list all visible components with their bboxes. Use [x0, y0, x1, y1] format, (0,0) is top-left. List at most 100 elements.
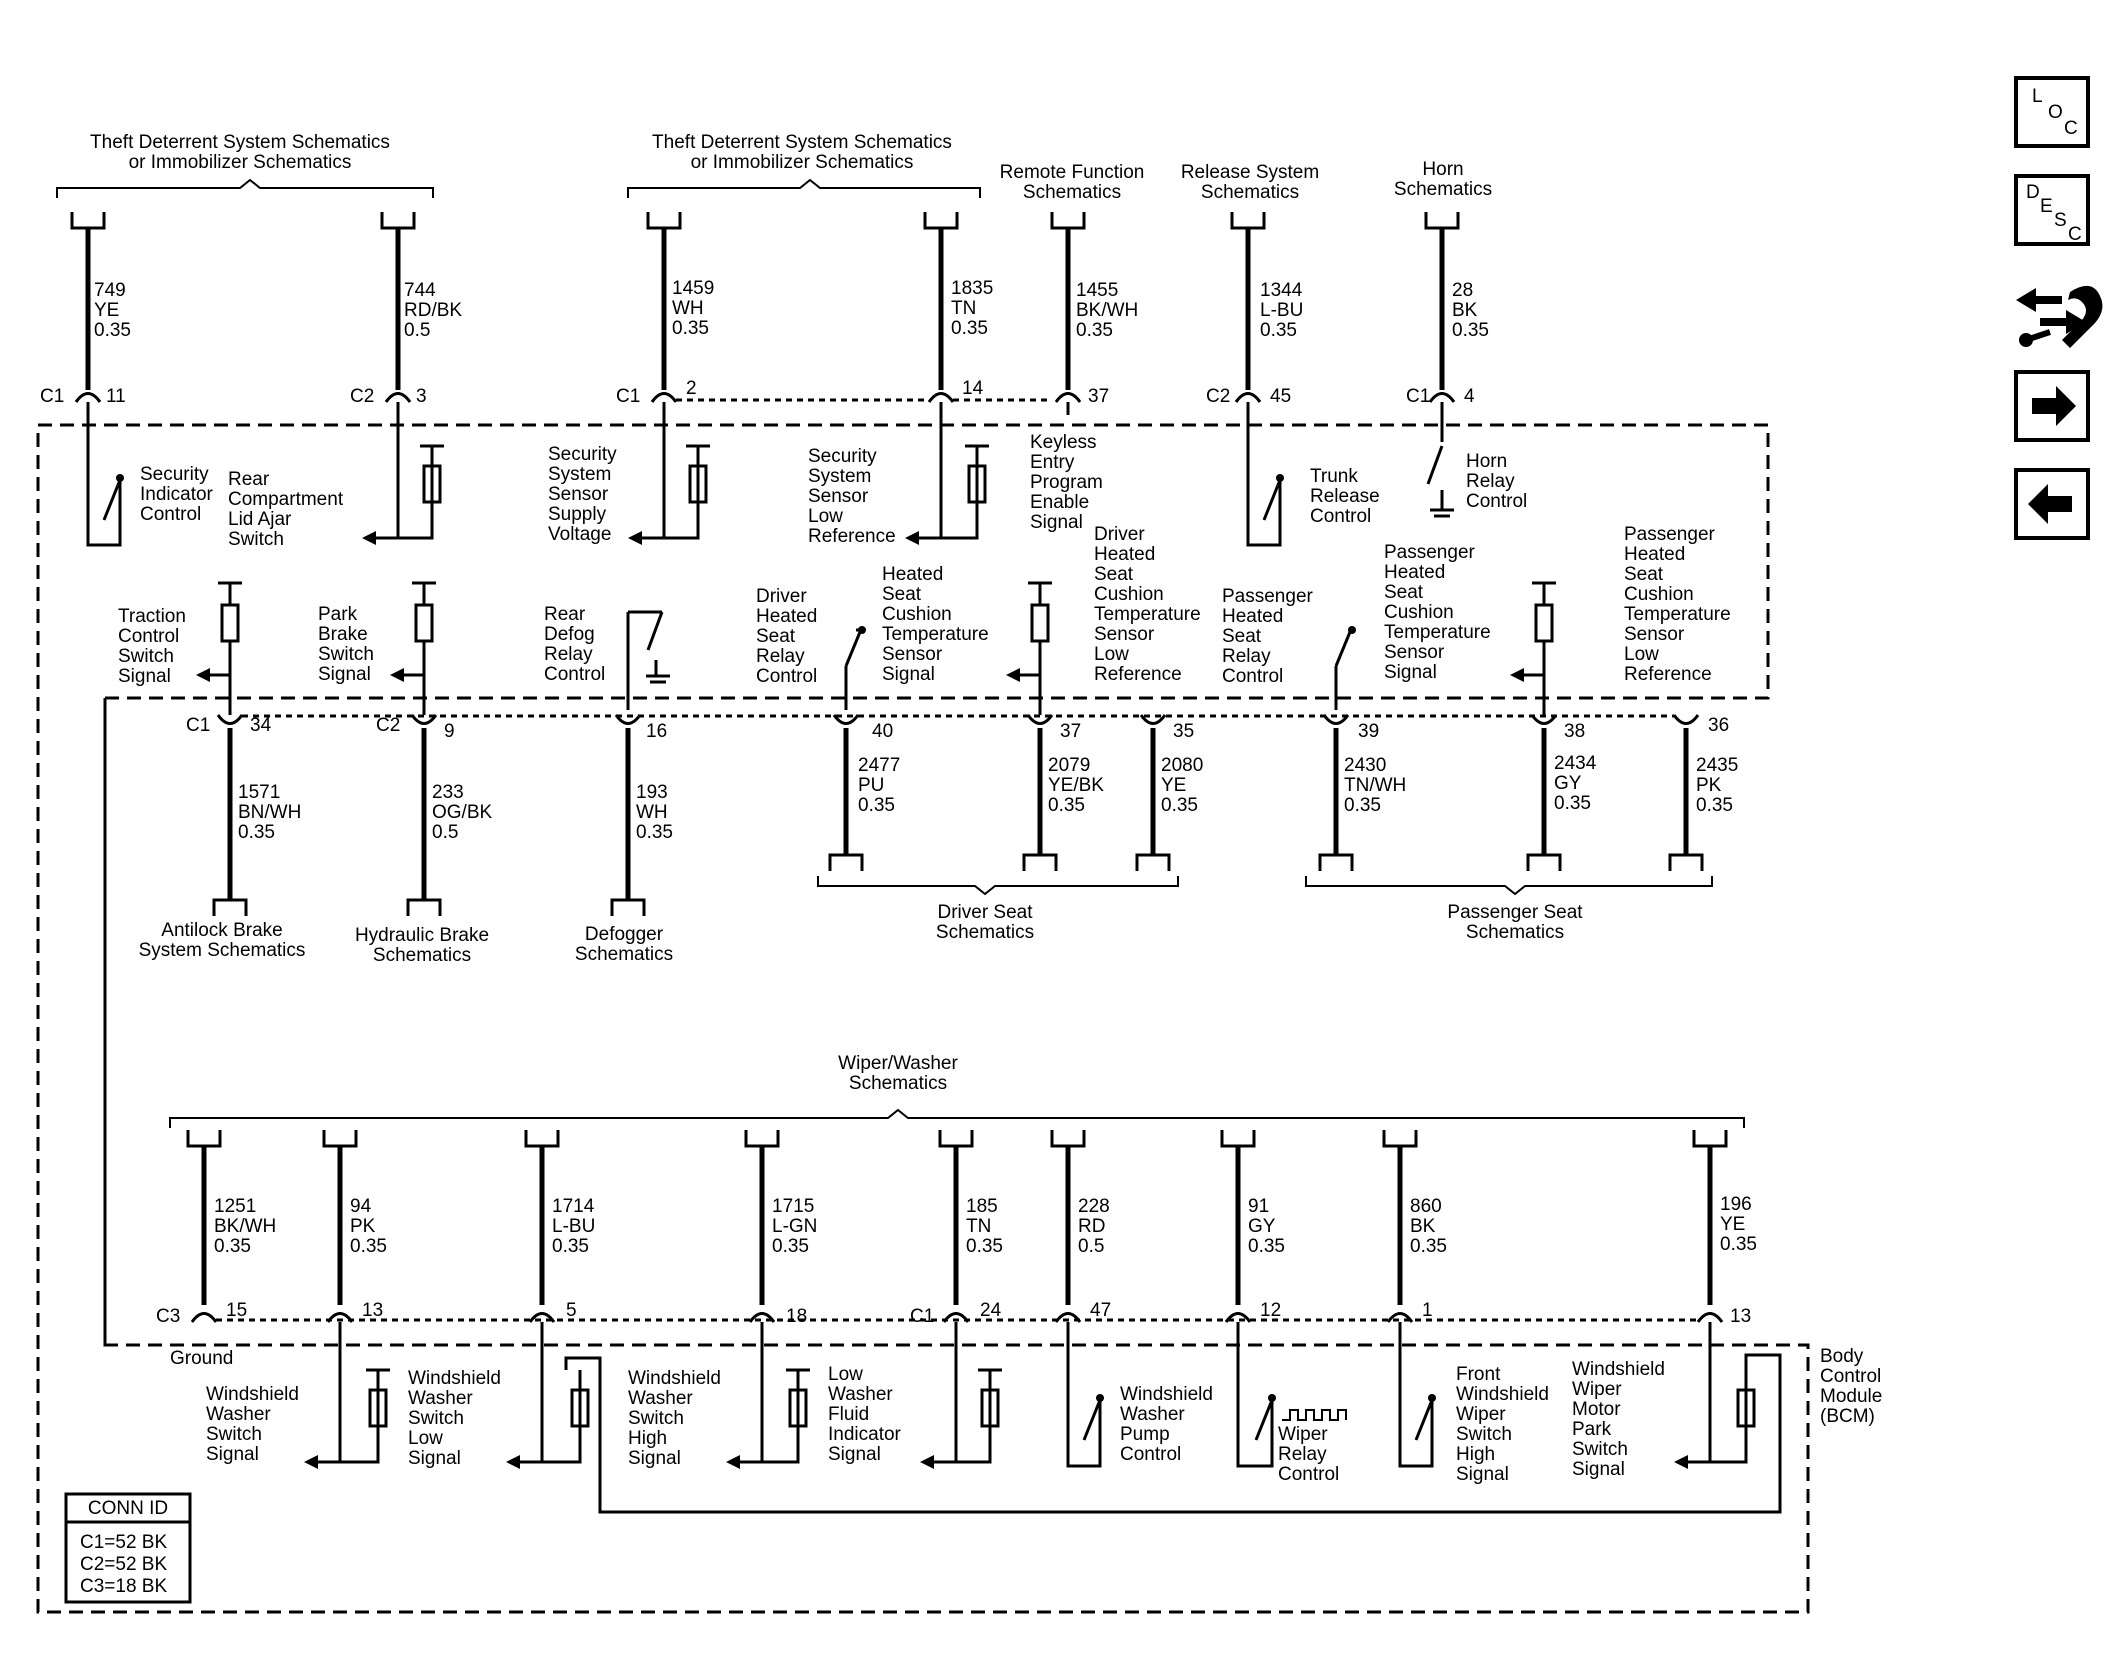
- svg-text:4: 4: [1464, 386, 1475, 407]
- svg-text:0.35: 0.35: [672, 318, 709, 339]
- svg-text:38: 38: [1564, 721, 1585, 742]
- svg-text:Seat: Seat: [1222, 626, 1262, 647]
- label-washer-switch-signal: Windshield Washer Switch Signal: [206, 1384, 299, 1465]
- top-wire-1459: 1459 WH 0.35 C1 2: [616, 212, 714, 545]
- svg-text:Washer: Washer: [628, 1388, 693, 1409]
- svg-text:9: 9: [444, 721, 455, 742]
- svg-text:0.5: 0.5: [1078, 1236, 1104, 1257]
- svg-text:1459: 1459: [672, 278, 714, 299]
- svg-text:Rear: Rear: [228, 469, 270, 490]
- svg-text:Cushion: Cushion: [882, 604, 952, 625]
- svg-text:YE: YE: [1161, 775, 1186, 796]
- svg-text:Park: Park: [1572, 1419, 1612, 1440]
- svg-text:Signal: Signal: [318, 664, 371, 685]
- svg-text:Keyless: Keyless: [1030, 432, 1097, 453]
- svg-text:or Immobilizer Schematics: or Immobilizer Schematics: [691, 152, 914, 173]
- svg-text:5: 5: [566, 1300, 577, 1321]
- svg-text:Relay: Relay: [1278, 1444, 1327, 1465]
- svg-text:Brake: Brake: [318, 624, 368, 645]
- svg-text:Reference: Reference: [808, 526, 896, 547]
- svg-text:Switch: Switch: [318, 644, 374, 665]
- svg-text:860: 860: [1410, 1196, 1442, 1217]
- svg-text:0.35: 0.35: [1048, 795, 1085, 816]
- bottom-wire-91: 91 GY 0.35 12: [1220, 1130, 1347, 1468]
- svg-text:0.5: 0.5: [432, 822, 458, 843]
- svg-text:0.35: 0.35: [1076, 320, 1113, 341]
- svg-text:C3=18 BK: C3=18 BK: [80, 1576, 167, 1597]
- svg-text:Signal: Signal: [1456, 1464, 1509, 1485]
- svg-text:Cushion: Cushion: [1384, 602, 1454, 623]
- svg-text:94: 94: [350, 1196, 372, 1217]
- svg-text:Windshield: Windshield: [206, 1384, 299, 1405]
- svg-text:Passenger: Passenger: [1384, 542, 1476, 563]
- svg-text:0.35: 0.35: [1720, 1234, 1757, 1255]
- svg-text:High: High: [628, 1428, 667, 1449]
- svg-text:Signal: Signal: [1384, 662, 1437, 683]
- label-horn-relay: Horn Relay Control: [1466, 451, 1527, 512]
- svg-text:Signal: Signal: [408, 1448, 461, 1469]
- next-arrow-icon[interactable]: [2014, 370, 2090, 442]
- label-passenger-cushion-low-ref: Passenger Heated Seat Cushion Temperatur…: [1624, 524, 1731, 685]
- svg-text:(BCM): (BCM): [1820, 1406, 1875, 1427]
- svg-text:0.35: 0.35: [214, 1236, 251, 1257]
- svg-text:Reference: Reference: [1624, 664, 1712, 685]
- svg-text:Control: Control: [140, 504, 201, 525]
- loc-button[interactable]: L O C: [2014, 76, 2090, 148]
- svg-text:BK: BK: [1410, 1216, 1436, 1237]
- svg-text:Schematics: Schematics: [373, 945, 471, 966]
- svg-text:Passenger: Passenger: [1624, 524, 1716, 545]
- svg-text:2477: 2477: [858, 755, 900, 776]
- svg-text:39: 39: [1358, 721, 1379, 742]
- label-body-control-module: Body Control Module (BCM): [1820, 1346, 1882, 1427]
- svg-text:Wiper/Washer: Wiper/Washer: [838, 1053, 958, 1074]
- label-wiper-relay: Wiper Relay Control: [1278, 1424, 1339, 1485]
- svg-text:System: System: [808, 466, 871, 487]
- bottom-wire-1714: 1714 L-BU 0.35 5: [506, 1130, 595, 1469]
- svg-text:Heated: Heated: [1624, 544, 1685, 565]
- svg-text:Washer: Washer: [828, 1384, 893, 1405]
- svg-text:13: 13: [1730, 1306, 1751, 1327]
- svg-text:1344: 1344: [1260, 280, 1303, 301]
- label-ground: Ground: [170, 1348, 233, 1369]
- svg-text:Sensor: Sensor: [808, 486, 869, 507]
- label-rear-defog: Rear Defog Relay Control: [544, 604, 605, 685]
- svg-text:Control: Control: [1222, 666, 1283, 687]
- svg-text:0.35: 0.35: [772, 1236, 809, 1257]
- svg-text:C1: C1: [186, 715, 210, 736]
- dest-passenger-seat: Passenger Seat Schematics: [1305, 876, 1713, 943]
- svg-text:0.35: 0.35: [1344, 795, 1381, 816]
- service-tools-icon[interactable]: [2016, 285, 2103, 348]
- bottom-wire-1251: 1251 BK/WH 0.35 C3 15: [156, 1130, 276, 1327]
- svg-text:Sensor: Sensor: [1624, 624, 1685, 645]
- svg-text:High: High: [1456, 1444, 1495, 1465]
- svg-text:2079: 2079: [1048, 755, 1090, 776]
- svg-text:CONN ID: CONN ID: [88, 1498, 168, 1519]
- svg-text:Relay: Relay: [1222, 646, 1271, 667]
- label-washer-switch-high: Windshield Washer Switch High Signal: [628, 1368, 721, 1469]
- svg-text:BK: BK: [1452, 300, 1478, 321]
- svg-text:Relay: Relay: [1466, 471, 1515, 492]
- label-wiper-motor-park: Windshield Wiper Motor Park Switch Signa…: [1572, 1359, 1665, 1480]
- svg-text:Indicator: Indicator: [828, 1424, 902, 1445]
- svg-text:196: 196: [1720, 1194, 1752, 1215]
- desc-button[interactable]: D E S C: [2014, 174, 2090, 246]
- svg-text:11: 11: [106, 386, 126, 407]
- svg-text:3: 3: [416, 386, 427, 407]
- svg-text:34: 34: [250, 715, 272, 736]
- svg-text:Control: Control: [544, 664, 605, 685]
- label-park-brake: Park Brake Switch Signal: [318, 604, 374, 685]
- label-low-washer-fluid: Low Washer Fluid Indicator Signal: [828, 1364, 902, 1465]
- prev-arrow-icon[interactable]: [2014, 468, 2090, 540]
- svg-text:Schematics: Schematics: [936, 922, 1034, 943]
- svg-text:Trunk: Trunk: [1310, 466, 1358, 487]
- svg-text:C: C: [2068, 224, 2082, 245]
- svg-text:Front: Front: [1456, 1364, 1501, 1385]
- svg-text:Driver Seat: Driver Seat: [937, 902, 1033, 923]
- svg-text:Washer: Washer: [408, 1388, 473, 1409]
- svg-text:Control: Control: [1278, 1464, 1339, 1485]
- svg-text:YE/BK: YE/BK: [1048, 775, 1104, 796]
- mid-wire-233: C2 9 233 OG/BK 0.5: [376, 581, 493, 916]
- svg-text:Heated: Heated: [756, 606, 817, 627]
- svg-text:Washer: Washer: [206, 1404, 271, 1425]
